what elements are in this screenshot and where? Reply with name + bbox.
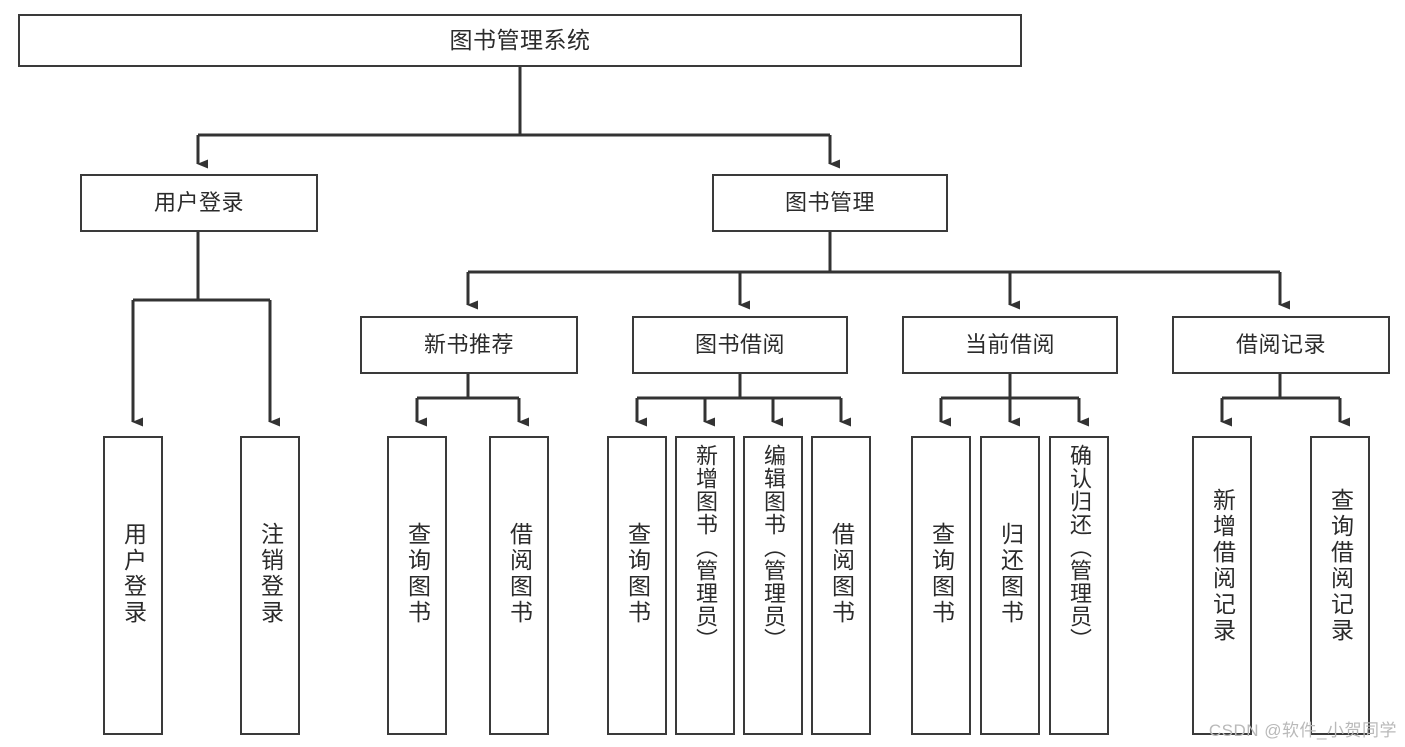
node-label: 用户登录	[153, 190, 244, 216]
node-current-borrow[interactable]: 当前借阅	[902, 316, 1118, 374]
leaf-add-book-admin[interactable]: 新增图书（管理员）	[675, 436, 735, 735]
leaf-add-borrow-record[interactable]: 新增借阅记录	[1192, 436, 1252, 735]
node-book-borrow[interactable]: 图书借阅	[632, 316, 848, 374]
node-label: 注销登录	[257, 522, 284, 626]
node-book-management[interactable]: 图书管理	[712, 174, 948, 232]
node-label: 图书管理系统	[449, 26, 591, 53]
leaf-borrow-book-recommend[interactable]: 借阅图书	[489, 436, 549, 735]
node-borrow-records[interactable]: 借阅记录	[1172, 316, 1390, 374]
node-label: 借阅记录	[1235, 332, 1326, 358]
leaf-query-book-current[interactable]: 查询图书	[911, 436, 971, 735]
node-user-login[interactable]: 用户登录	[80, 174, 318, 232]
node-label: 新书推荐	[423, 332, 514, 358]
node-label: 查询借阅记录	[1327, 488, 1354, 644]
leaf-query-book-borrow[interactable]: 查询图书	[607, 436, 667, 735]
node-label: 确认归还（管理员）	[1067, 444, 1092, 651]
node-label: 图书借阅	[694, 332, 785, 358]
leaf-edit-book-admin[interactable]: 编辑图书（管理员）	[743, 436, 803, 735]
leaf-return-book[interactable]: 归还图书	[980, 436, 1040, 735]
node-label: 图书管理	[784, 190, 875, 216]
node-label: 查询图书	[928, 522, 955, 626]
node-label: 归还图书	[997, 522, 1024, 626]
leaf-logout[interactable]: 注销登录	[240, 436, 300, 735]
leaf-confirm-return-admin[interactable]: 确认归还（管理员）	[1049, 436, 1109, 735]
node-label: 用户登录	[120, 522, 147, 626]
leaf-user-login[interactable]: 用户登录	[103, 436, 163, 735]
leaf-query-borrow-record[interactable]: 查询借阅记录	[1310, 436, 1370, 735]
node-new-book-recommend[interactable]: 新书推荐	[360, 316, 578, 374]
leaf-borrow-book[interactable]: 借阅图书	[811, 436, 871, 735]
node-label: 新增借阅记录	[1209, 488, 1236, 644]
node-label: 借阅图书	[828, 522, 855, 626]
node-label: 编辑图书（管理员）	[761, 444, 786, 651]
node-label: 新增图书（管理员）	[693, 444, 718, 651]
leaf-query-book-recommend[interactable]: 查询图书	[387, 436, 447, 735]
node-root-system[interactable]: 图书管理系统	[18, 14, 1022, 67]
node-label: 当前借阅	[964, 332, 1055, 358]
node-label: 借阅图书	[506, 522, 533, 626]
node-label: 查询图书	[624, 522, 651, 626]
node-label: 查询图书	[404, 522, 431, 626]
